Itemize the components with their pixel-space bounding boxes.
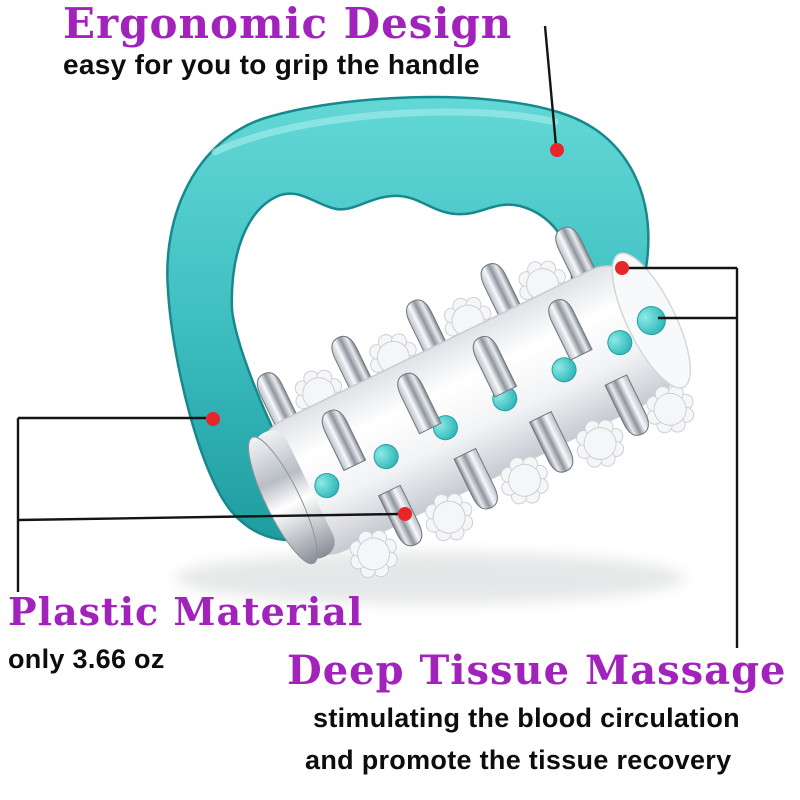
heading-plastic-material: Plastic Material <box>8 589 364 634</box>
subtitle-grip-handle: easy for you to grip the handle <box>63 49 480 80</box>
roller-assembly <box>248 222 704 588</box>
callout-dot-handle-leg <box>206 412 220 426</box>
handle-gloss <box>211 108 559 156</box>
callout-dot-top-pins <box>615 261 629 275</box>
callout-dot-handle-grip <box>550 143 564 157</box>
callout-line-handle-grip <box>543 25 558 147</box>
product-shadow <box>175 552 685 604</box>
right-cap-teal-button <box>636 306 666 336</box>
subtitle-blood-circulation: stimulating the blood circulation <box>313 703 740 733</box>
subtitle-weight: only 3.66 oz <box>8 644 165 674</box>
subtitle-tissue-recovery: and promote the tissue recovery <box>305 745 732 775</box>
left-end-cap <box>248 436 318 565</box>
heading-ergonomic-design: Ergonomic Design <box>63 0 513 48</box>
heading-deep-tissue-massage: Deep Tissue Massage <box>287 647 787 694</box>
callout-line-bottom-pin <box>17 512 399 522</box>
callout-dot-bottom-pin <box>398 507 412 521</box>
